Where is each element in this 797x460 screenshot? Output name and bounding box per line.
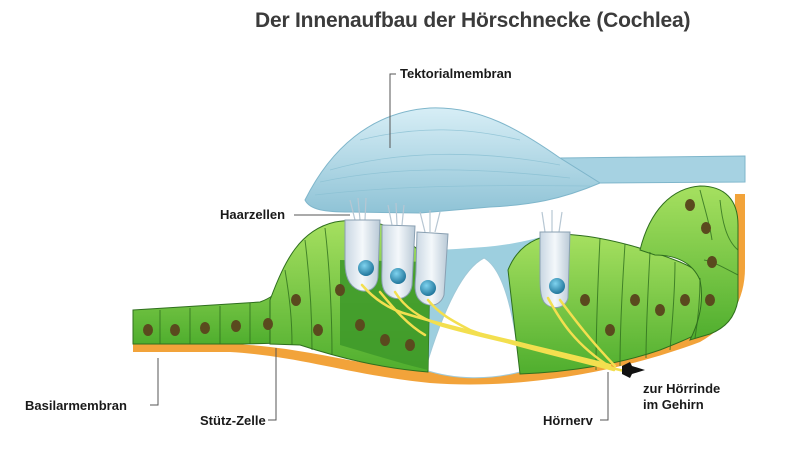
label-haarzellen: Haarzellen bbox=[220, 207, 286, 222]
leader-line-tektorialmembran bbox=[389, 73, 396, 148]
tectorial-fibers bbox=[314, 129, 591, 196]
label-hoernerv: Hörnerv bbox=[543, 413, 593, 428]
auditory-nerve-fibers bbox=[360, 283, 630, 374]
label-basilarmembran: Basilarmembran bbox=[25, 398, 127, 413]
tunnel-of-corti bbox=[424, 257, 521, 379]
leader-line-hoernerv bbox=[600, 372, 609, 421]
hair-cell-nuclei bbox=[358, 260, 565, 296]
stereocilia bbox=[349, 197, 563, 233]
arrow-to-cortex bbox=[622, 362, 645, 378]
leader-line-stuetz bbox=[268, 348, 277, 421]
tectorial-membrane bbox=[304, 107, 602, 214]
hair-cell bbox=[381, 224, 416, 300]
label-stuetz-zelle: Stütz-Zelle bbox=[200, 413, 266, 428]
leader-line-basilarmembran bbox=[150, 358, 159, 406]
label-zur-hoerrinde: zur Hörrinde im Gehirn bbox=[643, 381, 720, 413]
hair-cell bbox=[539, 231, 571, 308]
label-tektorialmembran: Tektorialmembran bbox=[400, 66, 512, 81]
diagram-title: Der Innenaufbau der Hörschnecke (Cochlea… bbox=[255, 9, 691, 32]
hair-cells bbox=[344, 219, 571, 308]
leader-lines bbox=[150, 73, 609, 421]
label-ziel-line2: im Gehirn bbox=[643, 397, 704, 412]
hair-cell bbox=[344, 219, 381, 292]
cell-walls bbox=[159, 189, 739, 371]
label-ziel-line1: zur Hörrinde bbox=[643, 381, 721, 396]
